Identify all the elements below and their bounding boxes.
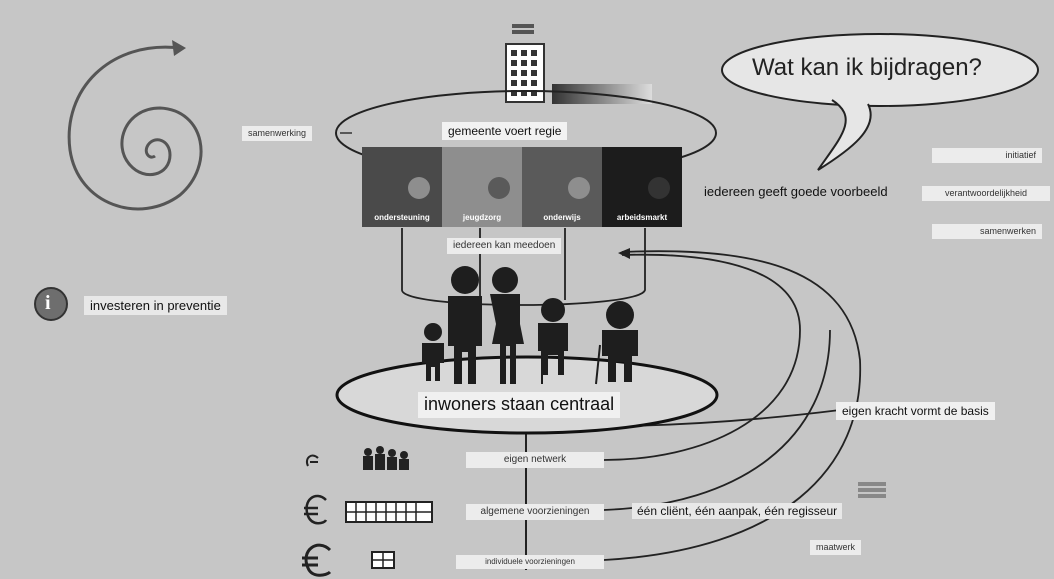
family-icon bbox=[363, 446, 409, 470]
tile-1: jeugdzorg bbox=[442, 147, 522, 227]
puzzle-notch-icon bbox=[568, 177, 590, 199]
inwoners-label: inwoners staan centraal bbox=[418, 392, 621, 418]
value-verantwoordelijkheid: verantwoordelijkheid bbox=[922, 186, 1050, 201]
samenwerking-label: samenwerking bbox=[242, 126, 313, 141]
regie-label: gemeente voert regie bbox=[442, 122, 568, 141]
tile-3: arbeidsmarkt bbox=[602, 147, 682, 227]
puzzle-notch-icon bbox=[408, 177, 430, 199]
voorbeeld-label: iedereen geeft goede voorbeeld bbox=[704, 184, 888, 199]
tile-0: ondersteuning bbox=[362, 147, 442, 227]
puzzle-notch-icon bbox=[648, 177, 670, 199]
spiral-icon bbox=[67, 40, 203, 211]
level-individuele-voorzieningen: individuele voorzieningen bbox=[456, 555, 604, 569]
euro-medium-icon bbox=[304, 494, 328, 525]
stack-icon bbox=[858, 482, 886, 498]
grid-small-icon bbox=[371, 551, 395, 569]
puzzle-notch-icon bbox=[488, 177, 510, 199]
regisseur-label: één cliënt, één aanpak, één regisseur bbox=[632, 503, 843, 519]
info-circle bbox=[34, 287, 68, 321]
speech-bubble-text: Wat kan ik bijdragen? bbox=[752, 54, 982, 81]
eigen-kracht-label: eigen kracht vormt de basis bbox=[836, 402, 995, 421]
maatwerk-label: maatwerk bbox=[810, 540, 862, 555]
tile-label: jeugdzorg bbox=[462, 213, 502, 222]
grid-large-icon bbox=[345, 501, 433, 523]
value-samenwerken: samenwerken bbox=[932, 224, 1042, 239]
euro-small-icon bbox=[306, 454, 319, 467]
euro-large-icon bbox=[302, 543, 332, 577]
people-icon bbox=[422, 266, 638, 385]
speech-bubble bbox=[721, 33, 1039, 171]
tile-label: arbeidsmarkt bbox=[616, 213, 668, 222]
tile-2: onderwijs bbox=[522, 147, 602, 227]
value-initiatief: initiatief bbox=[932, 148, 1042, 163]
building-icon bbox=[505, 24, 545, 103]
preventie-label: investeren in preventie bbox=[84, 296, 227, 315]
level-eigen-netwerk: eigen netwerk bbox=[466, 452, 604, 468]
tile-label: ondersteuning bbox=[374, 213, 430, 222]
level-algemene-voorzieningen: algemene voorzieningen bbox=[466, 504, 604, 520]
tile-label: onderwijs bbox=[543, 213, 581, 222]
meedoen-label: iedereen kan meedoen bbox=[447, 238, 562, 254]
info-icon: i bbox=[45, 292, 51, 314]
